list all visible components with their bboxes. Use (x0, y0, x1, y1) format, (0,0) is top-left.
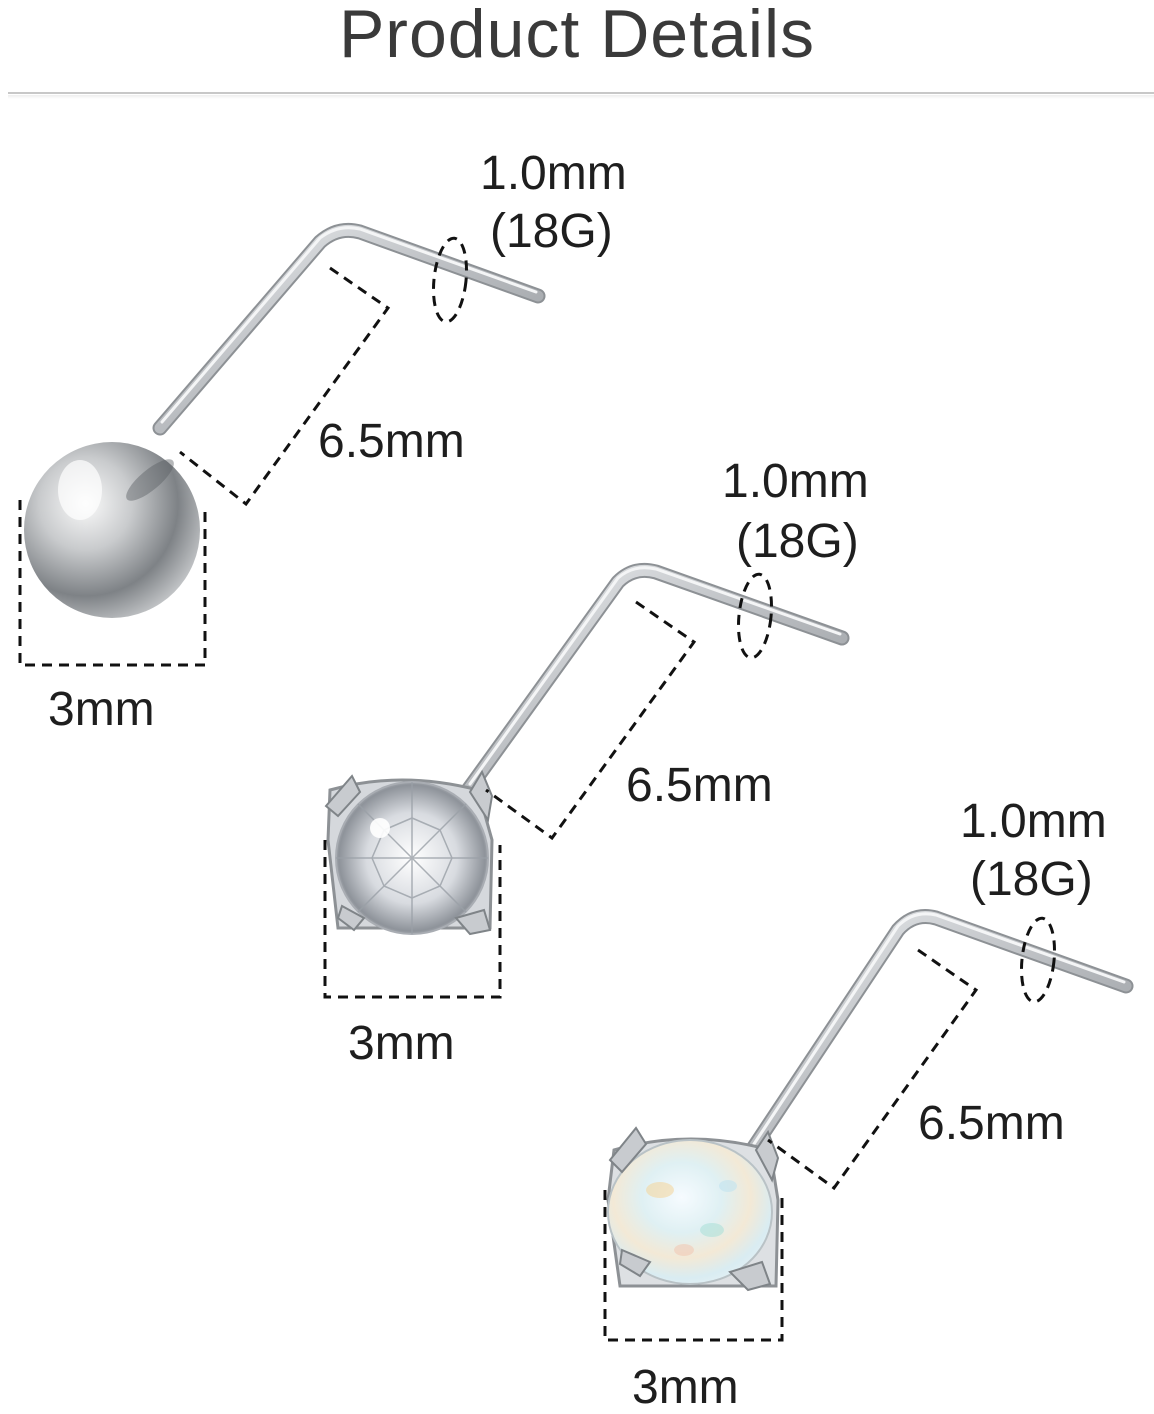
ball-head-label: 3mm (48, 683, 155, 736)
crystal-head-label: 3mm (348, 1017, 455, 1070)
opal-diameter-label: 1.0mm (960, 795, 1107, 848)
ball-dimension-lines (18, 236, 469, 667)
opal-head-label: 3mm (632, 1361, 739, 1414)
crystal-stud (324, 562, 850, 936)
opal-length-label: 6.5mm (918, 1097, 1065, 1150)
opal-stud (606, 909, 1134, 1292)
crystal-gauge-label: (18G) (736, 515, 859, 568)
title-divider (8, 92, 1154, 94)
ball-stud (24, 222, 546, 618)
ball-gauge-label: (18G) (490, 205, 613, 258)
opal-gauge-label: (18G) (970, 853, 1093, 906)
opal-dimension-lines (603, 916, 1057, 1342)
page-title: Product Details (338, 0, 816, 72)
crystal-dimension-lines (323, 572, 774, 999)
ball-diameter-label: 1.0mm (480, 147, 627, 200)
crystal-diameter-label: 1.0mm (722, 455, 869, 508)
title-divider-shadow (8, 95, 1154, 99)
ball-length-label: 6.5mm (318, 415, 465, 468)
crystal-length-label: 6.5mm (626, 759, 773, 812)
